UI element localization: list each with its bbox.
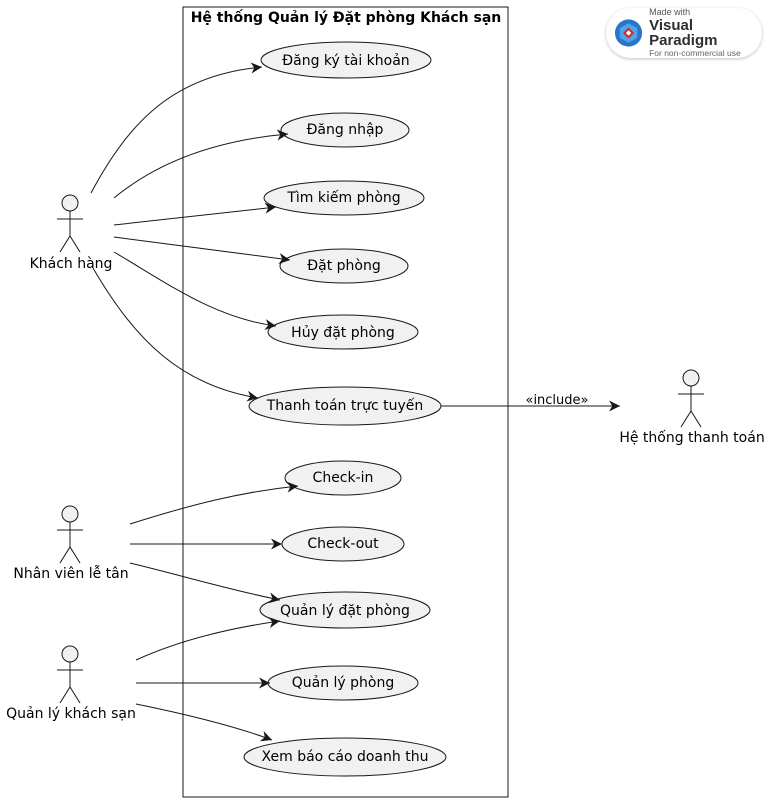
assoc-kh-tim-kiem [113,202,277,226]
usecase-label: Check-in [313,470,374,486]
actor-label: Hệ thống thanh toán [619,429,764,446]
visual-paradigm-badge: Made with Visual Paradigm For non-commer… [606,8,762,58]
usecase-label: Thanh toán trực tuyến [266,397,424,414]
watermark-brand: Visual Paradigm [649,17,718,50]
assoc-nv-ql-dat-phong [129,562,281,604]
usecase-dat-phong[interactable]: Đặt phòng [279,248,409,284]
actor-label: Khách hàng [30,256,113,272]
usecase-label: Đặt phòng [307,258,380,274]
usecase-label: Quản lý đặt phòng [280,603,410,619]
visual-paradigm-logo-icon [614,19,643,47]
usecase-bao-cao[interactable]: Xem báo cáo doanh thu [243,737,447,777]
assoc-ql-bao-cao [135,703,273,742]
usecase-label: Hủy đặt phòng [291,325,395,341]
actor-khach-hang[interactable]: Khách hàng [30,194,113,272]
actor-label: Nhân viên lễ tân [13,565,128,582]
usecase-thanh-toan[interactable]: Thanh toán trực tuyến [248,386,442,426]
usecase-label: Đăng nhập [307,122,384,138]
actor-label: Quản lý khách sạn [6,706,136,722]
assoc-ql-ql-dat-phong [135,617,281,661]
usecase-checkout[interactable]: Check-out [281,526,405,562]
usecase-label: Đăng ký tài khoản [282,53,409,69]
usecase-label: Xem báo cáo doanh thu [262,749,429,765]
include-label: «include» [525,393,588,408]
watermark-made-with: Made with [649,7,691,18]
usecase-huy-dat[interactable]: Hủy đặt phòng [267,314,419,350]
usecase-label: Quản lý phòng [292,675,395,691]
usecase-ql-phong[interactable]: Quản lý phòng [267,665,419,701]
usecase-tim-kiem[interactable]: Tìm kiếm phòng [263,180,425,216]
assoc-nv-checkin [129,481,299,525]
usecase-label: Tìm kiếm phòng [286,189,400,206]
assoc-kh-dang-nhap [113,129,289,199]
system-boundary [182,6,509,798]
watermark-note: For non-commercial use [649,48,741,59]
usecase-label: Check-out [307,536,379,552]
assoc-kh-thanh-toan [92,267,259,402]
usecase-ql-dat-phong[interactable]: Quản lý đặt phòng [259,591,431,629]
actor-nhan-vien-le-tan[interactable]: Nhân viên lễ tân [13,505,129,582]
assoc-kh-huy-dat [113,251,277,331]
actor-he-thong-thanh-toan[interactable]: Hệ thống thanh toán [619,369,765,446]
actor-quan-ly-khach-san[interactable]: Quản lý khách sạn [6,645,136,722]
assoc-kh-dang-ky [90,62,263,194]
assoc-kh-dat-phong [113,236,291,265]
usecase-dang-ky[interactable]: Đăng ký tài khoản [260,41,432,79]
usecase-dang-nhap[interactable]: Đăng nhập [280,112,410,148]
system-title: Hệ thống Quản lý Đặt phòng Khách sạn [191,9,502,26]
usecase-checkin[interactable]: Check-in [284,460,402,496]
